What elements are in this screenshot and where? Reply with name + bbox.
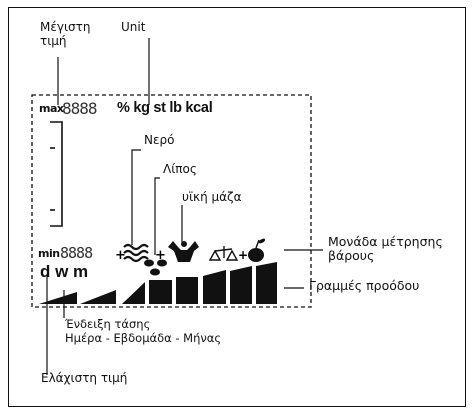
fat-drops-icon bbox=[144, 259, 167, 276]
label-max-value: Μέγιστη τιμή bbox=[40, 20, 91, 48]
label-progress-bars: Γραμμές προόδου bbox=[309, 278, 420, 293]
progress-bars bbox=[39, 262, 277, 304]
lcd-panel-border bbox=[31, 94, 312, 308]
label-water: Νερό bbox=[144, 133, 175, 147]
label-min-value: Ελάχιστη τιμή bbox=[41, 371, 128, 385]
lcd-min-digits: 8888 bbox=[60, 244, 93, 262]
plus-sign: + bbox=[115, 248, 126, 263]
progress-bar-8 bbox=[256, 262, 277, 304]
plus-sign: + bbox=[238, 248, 248, 262]
label-weight-unit: Μονάδα μέτρησης βάρους bbox=[328, 234, 443, 263]
progress-bar-5 bbox=[176, 277, 198, 304]
plus-sign: + bbox=[155, 248, 166, 263]
lcd-max-digits: 8888 bbox=[62, 99, 98, 118]
label-muscle-mass: υϊκή μάζα bbox=[182, 190, 242, 204]
progress-bar-3 bbox=[122, 282, 145, 304]
lcd-max-prefix: max bbox=[39, 102, 64, 115]
vertical-scale bbox=[50, 121, 63, 227]
lcd-units: % kg st lb kcal bbox=[117, 100, 213, 116]
apple-icon bbox=[248, 238, 266, 262]
lcd-min-prefix: min bbox=[38, 247, 60, 260]
balance-scale-icon bbox=[208, 246, 239, 261]
progress-bar-6 bbox=[203, 270, 226, 304]
label-unit: Unit bbox=[121, 20, 146, 34]
progress-bar-4 bbox=[149, 280, 172, 304]
water-waves-icon bbox=[123, 243, 149, 263]
label-trend: Ένδειξη τάσης Ημέρα - Εβδομάδα - Μήνας bbox=[65, 317, 222, 345]
progress-bar-7 bbox=[230, 266, 252, 304]
leader-lines bbox=[46, 38, 323, 375]
label-fat: Λίπος bbox=[163, 162, 197, 176]
progress-bar-2 bbox=[80, 290, 116, 304]
progress-bar-1 bbox=[39, 292, 77, 304]
muscle-flex-icon bbox=[168, 241, 199, 262]
lcd-period: d w m bbox=[40, 262, 89, 281]
diagram-frame bbox=[8, 7, 466, 407]
